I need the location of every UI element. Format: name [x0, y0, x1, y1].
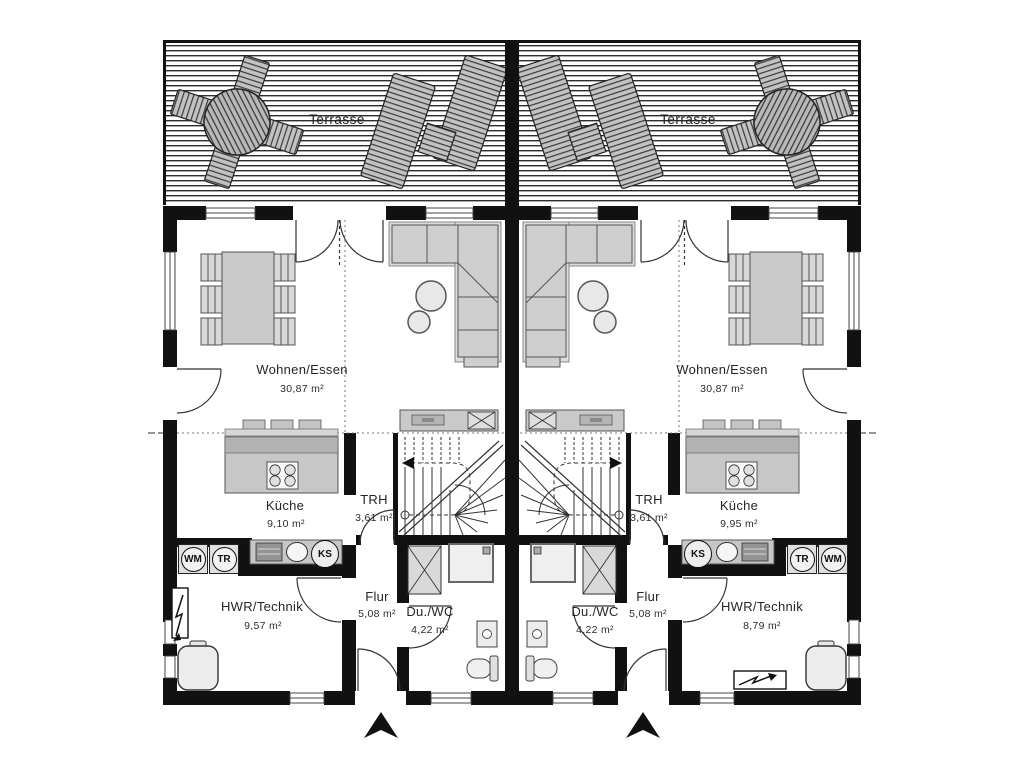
windows — [164, 207, 474, 704]
bathroom-fixtures — [407, 543, 499, 682]
terrace-border — [163, 40, 506, 205]
room-area-stairwell-right: 3,61 m² — [630, 512, 668, 524]
room-label-utility-left: HWR/Technik — [220, 599, 304, 614]
dryer-badge-left: TR — [209, 544, 239, 574]
housing-unit-left — [148, 40, 508, 738]
room-area-utility-right: 8,79 m² — [743, 620, 781, 632]
room-area-living-left: 30,87 m² — [280, 383, 324, 395]
kitchen-sink — [286, 542, 308, 562]
fridge-badge-left: KS — [311, 540, 339, 568]
room-area-utility-left: 9,57 m² — [244, 620, 282, 632]
terrace-door-arc — [295, 219, 339, 263]
dining-table — [221, 251, 275, 345]
terrace-label-right: Terrasse — [660, 112, 716, 127]
staircase — [398, 437, 506, 537]
washer-badge-left: WM — [178, 544, 208, 574]
room-label-living-right: Wohnen/Essen — [676, 362, 768, 377]
room-area-bathroom-right: 4,22 m² — [576, 624, 614, 636]
room-label-bathroom-left: Du./WC — [406, 604, 454, 619]
room-label-stairwell-left: TRH — [360, 492, 388, 507]
terrace-side-table — [417, 122, 457, 162]
terrace-round-table — [203, 88, 271, 156]
room-area-hallway-right: 5,08 m² — [629, 608, 667, 620]
room-area-living-right: 30,87 m² — [700, 383, 744, 395]
room-label-utility-right: HWR/Technik — [720, 599, 804, 614]
terrace-door-arc — [339, 219, 384, 263]
dryer-badge-right: TR — [787, 544, 817, 574]
washer-badge-right: WM — [818, 544, 848, 574]
party-wall — [505, 40, 519, 705]
stair-door-arc — [359, 509, 395, 545]
room-label-kitchen-left: Küche — [265, 498, 305, 513]
room-area-bathroom-left: 4,22 m² — [411, 624, 449, 636]
heater-left-unit — [177, 640, 219, 691]
kitchen-island — [224, 419, 339, 494]
electrical-panel-left — [171, 587, 189, 641]
entrance-door-arc — [357, 648, 401, 692]
tv-lowboard — [399, 409, 499, 432]
electrical-panel-right — [733, 670, 787, 690]
room-label-living-left: Wohnen/Essen — [256, 362, 348, 377]
stair-direction-arrow — [402, 457, 414, 469]
doors — [176, 219, 452, 692]
room-area-hallway-left: 5,08 m² — [358, 608, 396, 620]
housing-unit-right — [514, 37, 878, 740]
door-openings — [163, 206, 406, 705]
room-label-hallway-left: Flur — [365, 589, 389, 604]
terrace-label-left: Terrasse — [309, 112, 365, 127]
room-label-hallway-right: Flur — [636, 589, 660, 604]
coffee-table — [415, 280, 447, 312]
utility-door-arc — [296, 577, 342, 623]
room-area-kitchen-right: 9,95 m² — [720, 518, 758, 530]
room-label-bathroom-right: Du./WC — [571, 604, 619, 619]
room-label-stairwell-right: TRH — [635, 492, 663, 507]
room-label-kitchen-right: Küche — [719, 498, 759, 513]
sun-lounger — [360, 73, 436, 189]
fridge-badge-right: KS — [684, 540, 712, 568]
sofa — [388, 221, 502, 368]
side-door-arc — [176, 368, 222, 414]
terrace-table-set — [170, 55, 304, 189]
coffee-table — [407, 310, 431, 334]
entrance-arrow — [364, 712, 398, 738]
room-area-stairwell-left: 3,61 m² — [355, 512, 393, 524]
bathroom-door-arc — [408, 605, 452, 649]
walls — [163, 206, 506, 705]
zone-lines — [177, 220, 505, 434]
toilet — [466, 658, 492, 679]
room-area-kitchen-left: 9,10 m² — [267, 518, 305, 530]
dining-set — [200, 251, 296, 346]
heater-right-unit — [805, 640, 847, 691]
